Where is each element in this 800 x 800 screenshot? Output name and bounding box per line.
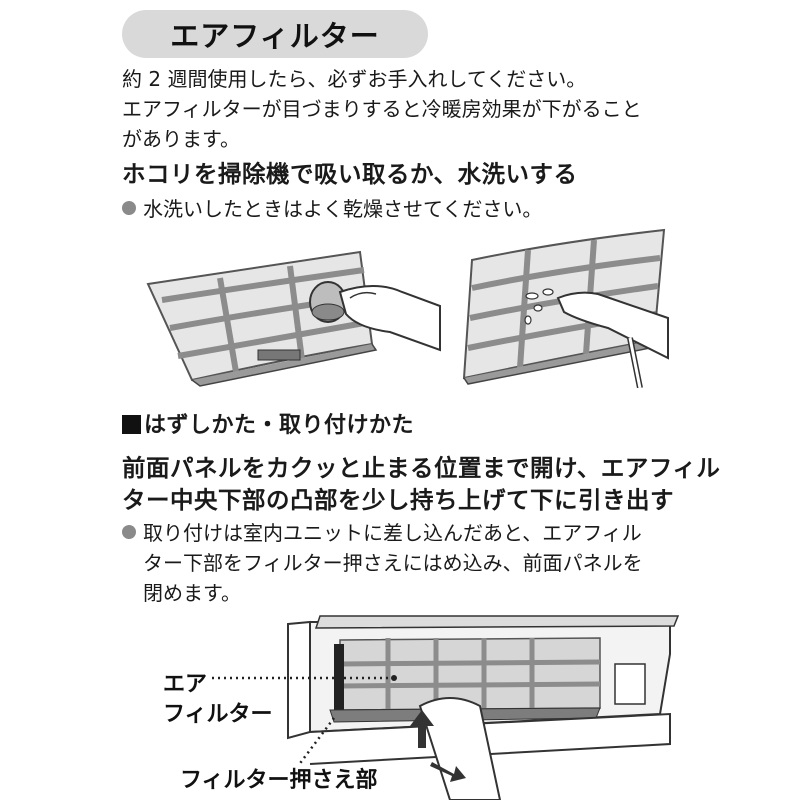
removal-note: 取り付けは室内ユニットに差し込んだあと、エアフィル xyxy=(122,518,642,548)
page-title: エアフィルター xyxy=(170,19,380,53)
section-square-icon xyxy=(122,415,141,434)
removal-note-line-2: ター下部をフィルター押さえにはめ込み、前面パネルを xyxy=(143,551,643,575)
cleaning-note: 水洗いしたときはよく乾燥させてください。 xyxy=(122,194,542,224)
cleaning-heading: ホコリを掃除機で吸い取るか、水洗いする xyxy=(122,160,578,188)
removal-step-line-2: ター中央下部の凸部を少し持ち上げて下に引き出す xyxy=(122,486,674,514)
removal-section-title: はずしかた・取り付けかた xyxy=(122,410,414,442)
filter-holder-label: フィルター押さえ部 xyxy=(180,768,378,793)
removal-step-line-1: 前面パネルをカクッと止まる位置まで開け、エアフィル xyxy=(122,454,721,482)
intro-line-2: エアフィルターが目づまりすると冷暖房効果が下がること xyxy=(122,97,642,121)
removal-note-line-1: 取り付けは室内ユニットに差し込んだあと、エアフィル xyxy=(143,521,642,545)
removal-note-line-3: 閉めます。 xyxy=(143,581,241,605)
indoor-unit-illustration xyxy=(287,615,680,800)
title-pill: エアフィルター xyxy=(122,10,428,58)
vacuum-filter-illustration xyxy=(146,250,441,387)
bullet-icon xyxy=(122,525,136,539)
air-filter-leader xyxy=(212,675,397,681)
intro-line-3: があります。 xyxy=(122,127,240,151)
bullet-icon xyxy=(122,201,136,215)
removal-section-title-text: はずしかた・取り付けかた xyxy=(144,413,415,438)
intro-line-1: 約 2 週間使用したら、必ずお手入れしてください。 xyxy=(122,67,587,91)
air-filter-label-line-2: フィルター xyxy=(163,702,273,727)
cleaning-note-text: 水洗いしたときはよく乾燥させてください。 xyxy=(143,197,543,221)
wash-filter-illustration xyxy=(462,228,669,388)
air-filter-label-line-1: エア xyxy=(163,672,208,697)
